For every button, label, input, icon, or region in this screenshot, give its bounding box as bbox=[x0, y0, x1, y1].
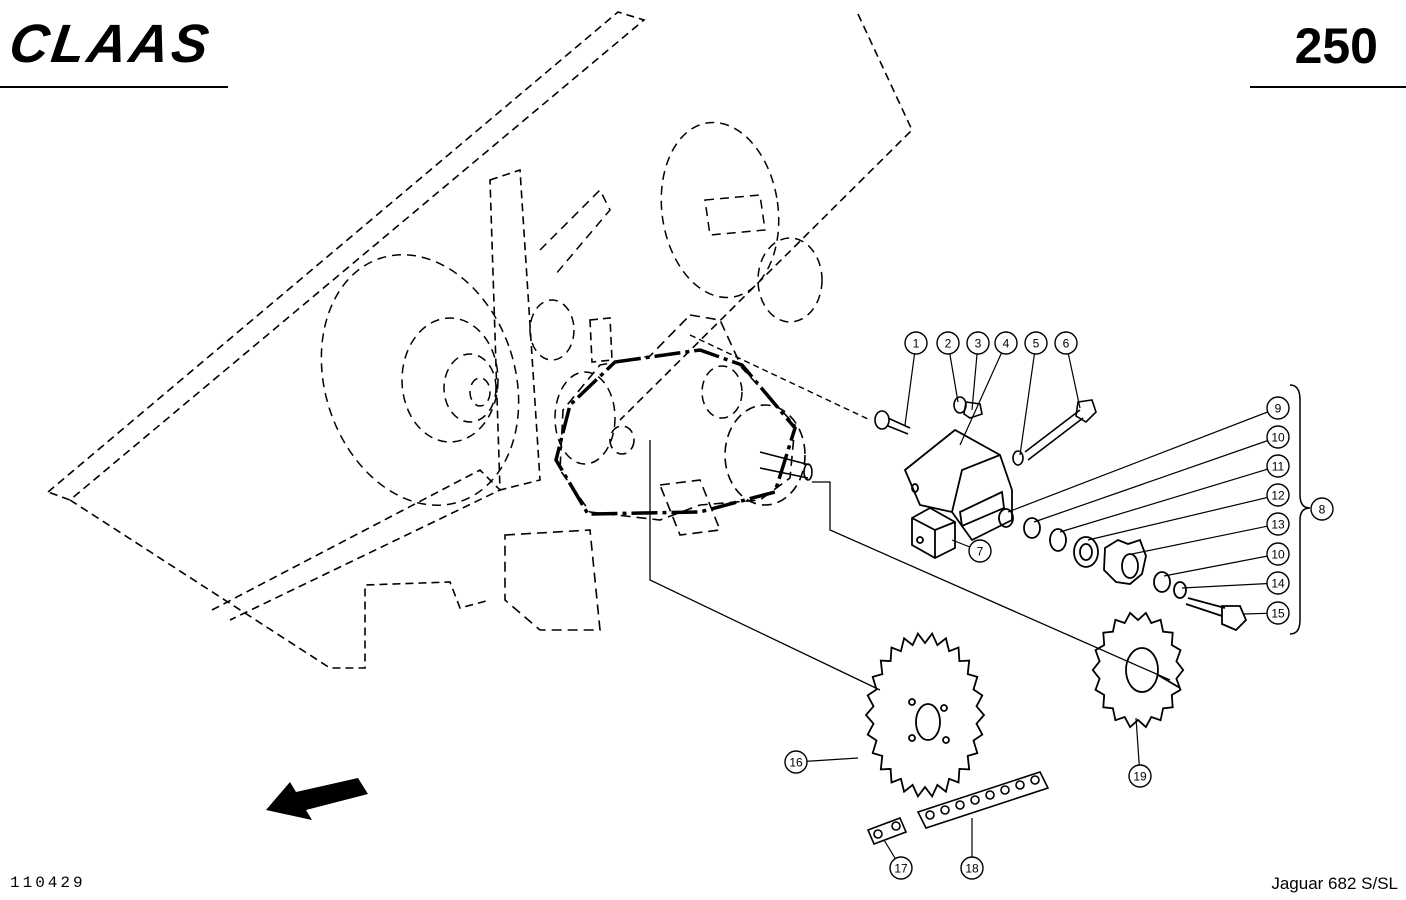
chain-roller bbox=[970, 795, 980, 805]
part-connecting-link-17 bbox=[866, 816, 908, 846]
chain-roller bbox=[1000, 785, 1010, 795]
chain-roller bbox=[985, 790, 995, 800]
callout-leader bbox=[1033, 436, 1279, 523]
callout-bubble bbox=[1266, 512, 1290, 536]
callout-bubble bbox=[904, 331, 928, 355]
part-sprocket-19 bbox=[1091, 611, 1185, 729]
callout-label: 14 bbox=[1271, 577, 1285, 591]
travel-direction-arrow-icon bbox=[266, 778, 368, 820]
callout-label: 7 bbox=[977, 545, 984, 559]
callout-label: 3 bbox=[975, 337, 982, 351]
assembly-bracket-8 bbox=[1289, 384, 1311, 635]
chain-roller bbox=[1030, 775, 1040, 785]
callout-label: 6 bbox=[1063, 337, 1070, 351]
callout-label: 16 bbox=[789, 756, 803, 770]
callout-leader bbox=[1087, 494, 1279, 541]
chain-roller bbox=[925, 810, 935, 820]
output-shaft bbox=[759, 451, 813, 481]
chain-roller bbox=[955, 800, 965, 810]
callout-label: 4 bbox=[1003, 337, 1010, 351]
callout-label: 13 bbox=[1271, 518, 1285, 532]
header-rule-left bbox=[0, 86, 228, 88]
callout-bubble bbox=[994, 331, 1018, 355]
callout-bubble bbox=[1266, 542, 1290, 566]
callout-label: 18 bbox=[965, 862, 979, 876]
callout-bubble bbox=[889, 856, 913, 880]
page-number: 250 bbox=[1294, 18, 1378, 74]
callout-label: 11 bbox=[1272, 460, 1285, 474]
part-chain-18 bbox=[916, 771, 1050, 829]
callout-label: 17 bbox=[894, 862, 908, 876]
assembly-leader-lines bbox=[689, 334, 871, 421]
callout-leader bbox=[1007, 407, 1279, 513]
header-rule-right bbox=[1250, 86, 1406, 88]
callout-label: 9 bbox=[1275, 402, 1282, 416]
callout-bubble bbox=[1266, 454, 1290, 478]
callout-label: 8 bbox=[1319, 503, 1326, 517]
callout-label: 1 bbox=[913, 337, 920, 351]
part-sprocket-16 bbox=[864, 631, 986, 799]
part-bolt-1 bbox=[874, 410, 911, 435]
callout-bubble bbox=[1054, 331, 1078, 355]
gearbox-outline-bold bbox=[554, 348, 797, 516]
callout-bubble bbox=[1024, 331, 1048, 355]
callout-leader bbox=[1181, 582, 1279, 589]
callout-bubble bbox=[936, 331, 960, 355]
callout-bubble bbox=[1266, 483, 1290, 507]
chain-roller bbox=[940, 805, 950, 815]
callout-leader bbox=[1131, 523, 1279, 555]
callout-bubble bbox=[1128, 764, 1152, 788]
part-long-bolt-6 bbox=[1012, 399, 1097, 466]
callout-label: 10 bbox=[1271, 548, 1285, 562]
callout-bubble bbox=[1266, 601, 1290, 625]
part-idler-stack bbox=[998, 508, 1248, 632]
callout-bubble bbox=[1310, 497, 1334, 521]
callout-leader bbox=[904, 342, 917, 426]
machine-frame bbox=[46, 11, 913, 669]
callout-label: 15 bbox=[1271, 607, 1285, 621]
callout-bubble bbox=[968, 539, 992, 563]
callout-leader bbox=[1163, 553, 1279, 577]
callout-label: 5 bbox=[1033, 337, 1040, 351]
callout-label: 12 bbox=[1271, 489, 1285, 503]
callout-bubble bbox=[966, 331, 990, 355]
part-nut-washer bbox=[953, 396, 983, 419]
callout-bubble bbox=[1266, 425, 1290, 449]
drawing-reference-number: 110429 bbox=[10, 874, 86, 892]
background-pulleys bbox=[320, 121, 823, 506]
callout-bubble bbox=[960, 856, 984, 880]
machine-model: Jaguar 682 S/SL bbox=[1271, 874, 1398, 893]
part-tensioner-block-7 bbox=[911, 506, 956, 560]
callout-label: 10 bbox=[1271, 431, 1285, 445]
callout-bubble bbox=[1266, 571, 1290, 595]
callout-bubble bbox=[1266, 396, 1290, 420]
callout-leader bbox=[1019, 342, 1037, 456]
callout-leader bbox=[959, 342, 1007, 446]
chain-roller bbox=[1015, 780, 1025, 790]
callout-leader bbox=[1059, 465, 1279, 533]
callout-bubble bbox=[784, 750, 808, 774]
callout-label: 19 bbox=[1133, 770, 1147, 784]
callout-label: 2 bbox=[945, 337, 952, 351]
assembly-paths bbox=[649, 440, 1171, 691]
